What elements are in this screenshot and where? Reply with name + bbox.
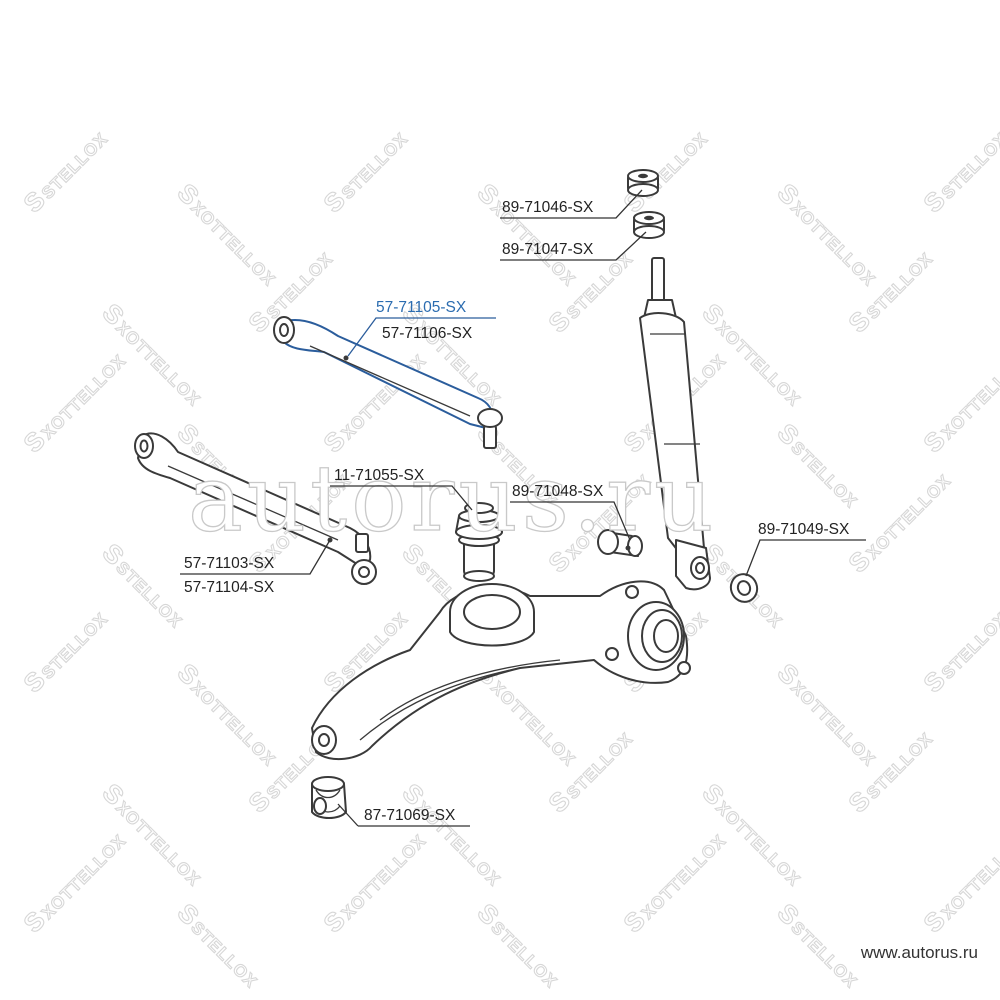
bushing-89-71049 <box>729 573 759 603</box>
label-89-71049[interactable]: 89-71049-SX <box>758 521 850 538</box>
watermark-brand-text: XOTTELLOX <box>187 678 279 770</box>
watermark-brand-text: STELLOX <box>338 129 412 203</box>
leader-lines <box>180 189 866 827</box>
label-89-71048[interactable]: 89-71048-SX <box>512 483 604 500</box>
washer-89-71047 <box>633 211 665 239</box>
watermark-brand-text: XOTTELLOX <box>938 351 1000 443</box>
watermark-brand-text: XOTTELLOX <box>638 831 730 923</box>
watermark-brand-text: XOTTELLOX <box>787 198 879 290</box>
watermark-brand-text: STELLOX <box>487 918 561 992</box>
washer-89-71046 <box>627 169 659 197</box>
watermark-brand-text: STELLOX <box>787 438 861 512</box>
watermark-brand-text: STELLOX <box>938 129 1000 203</box>
watermark-brand-text: XOTTELLOX <box>863 471 955 563</box>
watermark-brand-text: STELLOX <box>863 729 937 803</box>
watermark-brand-text: XOTTELLOX <box>38 831 130 923</box>
shock-absorber <box>639 257 711 591</box>
center-watermark: autorus.ru <box>188 445 717 552</box>
watermark-brand-text: XOTTELLOX <box>338 831 430 923</box>
footer-source-text: www.autorus.ru <box>860 943 978 962</box>
bushing-89-71048 <box>597 529 643 557</box>
upper-link-57-71105 <box>273 316 503 449</box>
watermark-brand-text: STELLOX <box>938 609 1000 683</box>
watermark-brand-text: STELLOX <box>112 558 186 632</box>
label-11-71055[interactable]: 11-71055-SX <box>334 467 425 484</box>
watermark-brand-text: XOTTELLOX <box>787 678 879 770</box>
watermark-brand-text: XOTTELLOX <box>187 198 279 290</box>
watermark-brand-text: STELLOX <box>38 609 112 683</box>
label-57-71104[interactable]: 57-71104-SX <box>184 579 275 596</box>
watermark-brand-text: XOTTELLOX <box>938 831 1000 923</box>
bushing-87-71069 <box>311 776 347 819</box>
label-57-71103[interactable]: 57-71103-SX <box>184 555 275 572</box>
label-57-71106[interactable]: 57-71106-SX <box>382 325 473 342</box>
watermark-brand-text: STELLOX <box>263 249 337 323</box>
label-87-71069[interactable]: 87-71069-SX <box>364 807 456 824</box>
bump-stop-11-71055 <box>455 502 503 582</box>
watermark-brand-text: XOTTELLOX <box>38 351 130 443</box>
label-89-71047[interactable]: 89-71047-SX <box>502 241 594 258</box>
label-89-71046[interactable]: 89-71046-SX <box>502 199 594 216</box>
label-57-71105[interactable]: 57-71105-SX <box>376 299 467 316</box>
watermark-brand-text: STELLOX <box>563 729 637 803</box>
lower-link-57-71103 <box>134 432 377 585</box>
watermark-brand-text: XOTTELLOX <box>487 678 579 770</box>
watermark-brand-text: STELLOX <box>187 918 261 992</box>
watermark-brand-text: STELLOX <box>38 129 112 203</box>
watermark-brand-text: STELLOX <box>787 918 861 992</box>
lower-control-arm <box>311 580 691 761</box>
watermark-brand-text: STELLOX <box>863 249 937 323</box>
